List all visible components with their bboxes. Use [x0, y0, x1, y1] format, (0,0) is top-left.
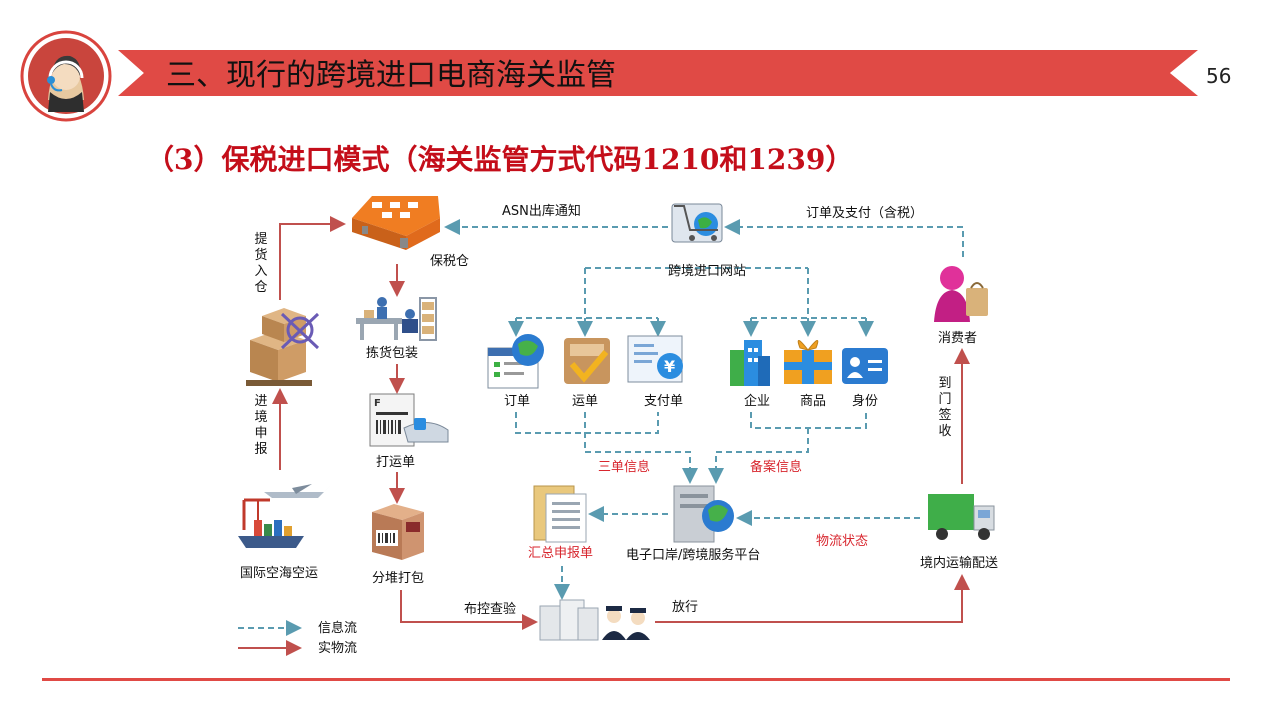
edge-three-docs-label: 三单信息: [598, 460, 651, 475]
node-picking-packing-label: 拣货包装: [366, 346, 419, 361]
customs-officers-servers-icon: [539, 599, 650, 641]
edge-door-signing-label: 到门签收: [938, 376, 952, 439]
node-goods-label: 商品: [800, 394, 827, 409]
edge-logistics-status-label: 物流状态: [816, 534, 869, 549]
node-order-label: 订单: [504, 394, 531, 409]
page-number: 56: [1206, 64, 1232, 88]
node-payment-label: 支付单: [644, 394, 684, 409]
node-pile-packing-label: 分堆打包: [372, 571, 425, 586]
info-flow-arrows: [238, 219, 964, 636]
customs-goods-icon: [246, 308, 320, 386]
edge-order-payment-label: 订单及支付（含税）: [806, 206, 924, 221]
page-title: 三、现行的跨境进口电商海关监管: [166, 58, 616, 93]
svg-text:F: F: [374, 398, 381, 409]
node-consumer-label: 消费者: [938, 331, 978, 346]
edge-release-label: 放行: [672, 600, 699, 615]
section-subtitle: （3）保税进口模式（海关监管方式代码1210和1239）: [146, 143, 854, 176]
edge-inspection-label: 布控查验: [464, 602, 517, 617]
physical-flow-arrows: [238, 216, 970, 656]
customer-service-logo-icon: [20, 30, 112, 122]
edge-filing-info-label: 备案信息: [750, 460, 803, 475]
node-domestic-delivery-label: 境内运输配送: [920, 556, 999, 571]
legend-physical-flow-label: 实物流: [318, 641, 358, 656]
title-ribbon: [118, 50, 1198, 96]
slide-header: 三、现行的跨境进口电商海关监管 56: [0, 0, 1280, 122]
print-waybill-icon: F: [369, 393, 449, 447]
footer-divider: [42, 678, 1230, 681]
edge-pickup-label: 提货入仓: [254, 232, 268, 295]
waybill-check-icon: [564, 338, 610, 384]
node-print-waybill-label: 打运单: [376, 455, 416, 470]
enterprise-building-icon: [730, 340, 770, 386]
ship-plane-transport-icon: [238, 484, 330, 548]
order-document-icon: [487, 334, 544, 389]
node-identity-label: 身份: [852, 394, 879, 409]
svg-text:¥: ¥: [664, 357, 675, 376]
node-platform-label: 电子口岸/跨境服务平台: [626, 548, 761, 563]
node-summary-declaration-label: 汇总申报单: [528, 546, 594, 561]
goods-gift-box-icon: [784, 340, 832, 384]
identity-card-icon: [842, 348, 888, 384]
bonded-warehouse-icon: [352, 196, 440, 250]
parcel-box-icon: [372, 504, 424, 560]
summary-declaration-folder-icon: [533, 485, 587, 543]
shopping-cart-website-icon: [671, 203, 723, 243]
node-website-label: 跨境进口网站: [668, 264, 747, 279]
node-enterprise-label: 企业: [744, 394, 771, 409]
consumer-icon: [934, 266, 988, 322]
node-waybill-label: 运单: [572, 394, 599, 409]
edge-asn-label: ASN出库通知: [502, 204, 581, 219]
picking-packing-icon: [356, 297, 437, 341]
legend-info-flow-label: 信息流: [318, 621, 358, 636]
payment-document-icon: ¥: [627, 335, 683, 383]
platform-server-icon: [673, 485, 734, 543]
delivery-truck-icon: [928, 494, 995, 540]
node-intl-transport-label: 国际空海空运: [240, 566, 319, 581]
node-bonded-warehouse-label: 保税仓: [430, 254, 470, 269]
edge-entry-declaration-label: 进境申报: [254, 394, 268, 457]
